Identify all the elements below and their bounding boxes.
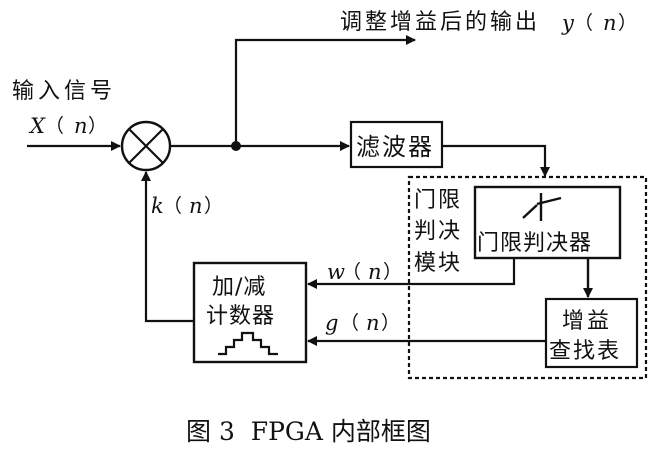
svg-text:加/减: 加/减 xyxy=(212,275,266,300)
svg-text:n: n xyxy=(74,114,88,138)
staircase-icon xyxy=(218,331,278,356)
svg-text:门限: 门限 xyxy=(414,188,462,213)
output-label: 调整增益后的输出 y （ n ） xyxy=(340,10,637,35)
hysteresis-icon xyxy=(522,193,562,221)
svg-text:w: w xyxy=(327,260,345,284)
counter-block: 加/减 计数器 xyxy=(192,261,308,364)
svg-text:n: n xyxy=(366,311,380,335)
svg-text:查找表: 查找表 xyxy=(549,339,621,364)
svg-text:）: ） xyxy=(618,12,637,34)
svg-text:调整增益后的输出: 调整增益后的输出 xyxy=(340,10,540,35)
svg-text:n: n xyxy=(189,194,203,218)
svg-text:y: y xyxy=(561,11,575,35)
threshold-module-boundary xyxy=(407,175,648,380)
svg-text:X: X xyxy=(28,114,46,138)
figure-caption: 图 3 FPGA 内部框图 xyxy=(186,417,431,446)
svg-text:）: ） xyxy=(204,195,223,217)
w-signal-label: w （ n ） xyxy=(327,260,402,284)
g-signal-label: g （ n ） xyxy=(325,311,400,335)
threshold-decider-block: 门限判决器 xyxy=(473,185,622,260)
svg-text:）: ） xyxy=(383,261,402,283)
filter-to-module-arrow xyxy=(442,144,550,177)
svg-text:增益: 增益 xyxy=(562,309,612,334)
svg-text:（: （ xyxy=(340,312,359,334)
svg-text:判决: 判决 xyxy=(414,219,462,244)
output-arrow xyxy=(234,35,416,146)
multiplier-node xyxy=(120,120,172,172)
svg-text:）: ） xyxy=(381,312,400,334)
k-signal-arrow xyxy=(141,171,194,323)
filter-label: 滤波器 xyxy=(356,133,434,161)
svg-text:g: g xyxy=(325,311,338,335)
svg-text:）: ） xyxy=(88,115,107,137)
filter-block: 滤波器 xyxy=(349,120,444,169)
svg-text:（: （ xyxy=(163,195,182,217)
svg-text:模块: 模块 xyxy=(414,251,462,276)
svg-text:（: （ xyxy=(45,115,64,137)
input-signal-label: X （ n ） xyxy=(28,114,107,138)
threshold-module-label: 门限 判决 模块 xyxy=(414,188,462,276)
svg-text:（: （ xyxy=(574,12,593,34)
svg-text:k: k xyxy=(151,194,164,218)
svg-text:计数器: 计数器 xyxy=(206,304,275,329)
gain-table-block: 增益 查找表 xyxy=(544,297,639,369)
svg-text:n: n xyxy=(368,260,382,284)
svg-text:（: （ xyxy=(342,261,361,283)
k-signal-label: k （ n ） xyxy=(151,194,223,218)
threshold-decider-label: 门限判决器 xyxy=(477,231,592,256)
svg-text:n: n xyxy=(603,11,617,35)
w-signal-arrow xyxy=(307,258,516,289)
input-title: 输入信号 xyxy=(12,79,116,104)
